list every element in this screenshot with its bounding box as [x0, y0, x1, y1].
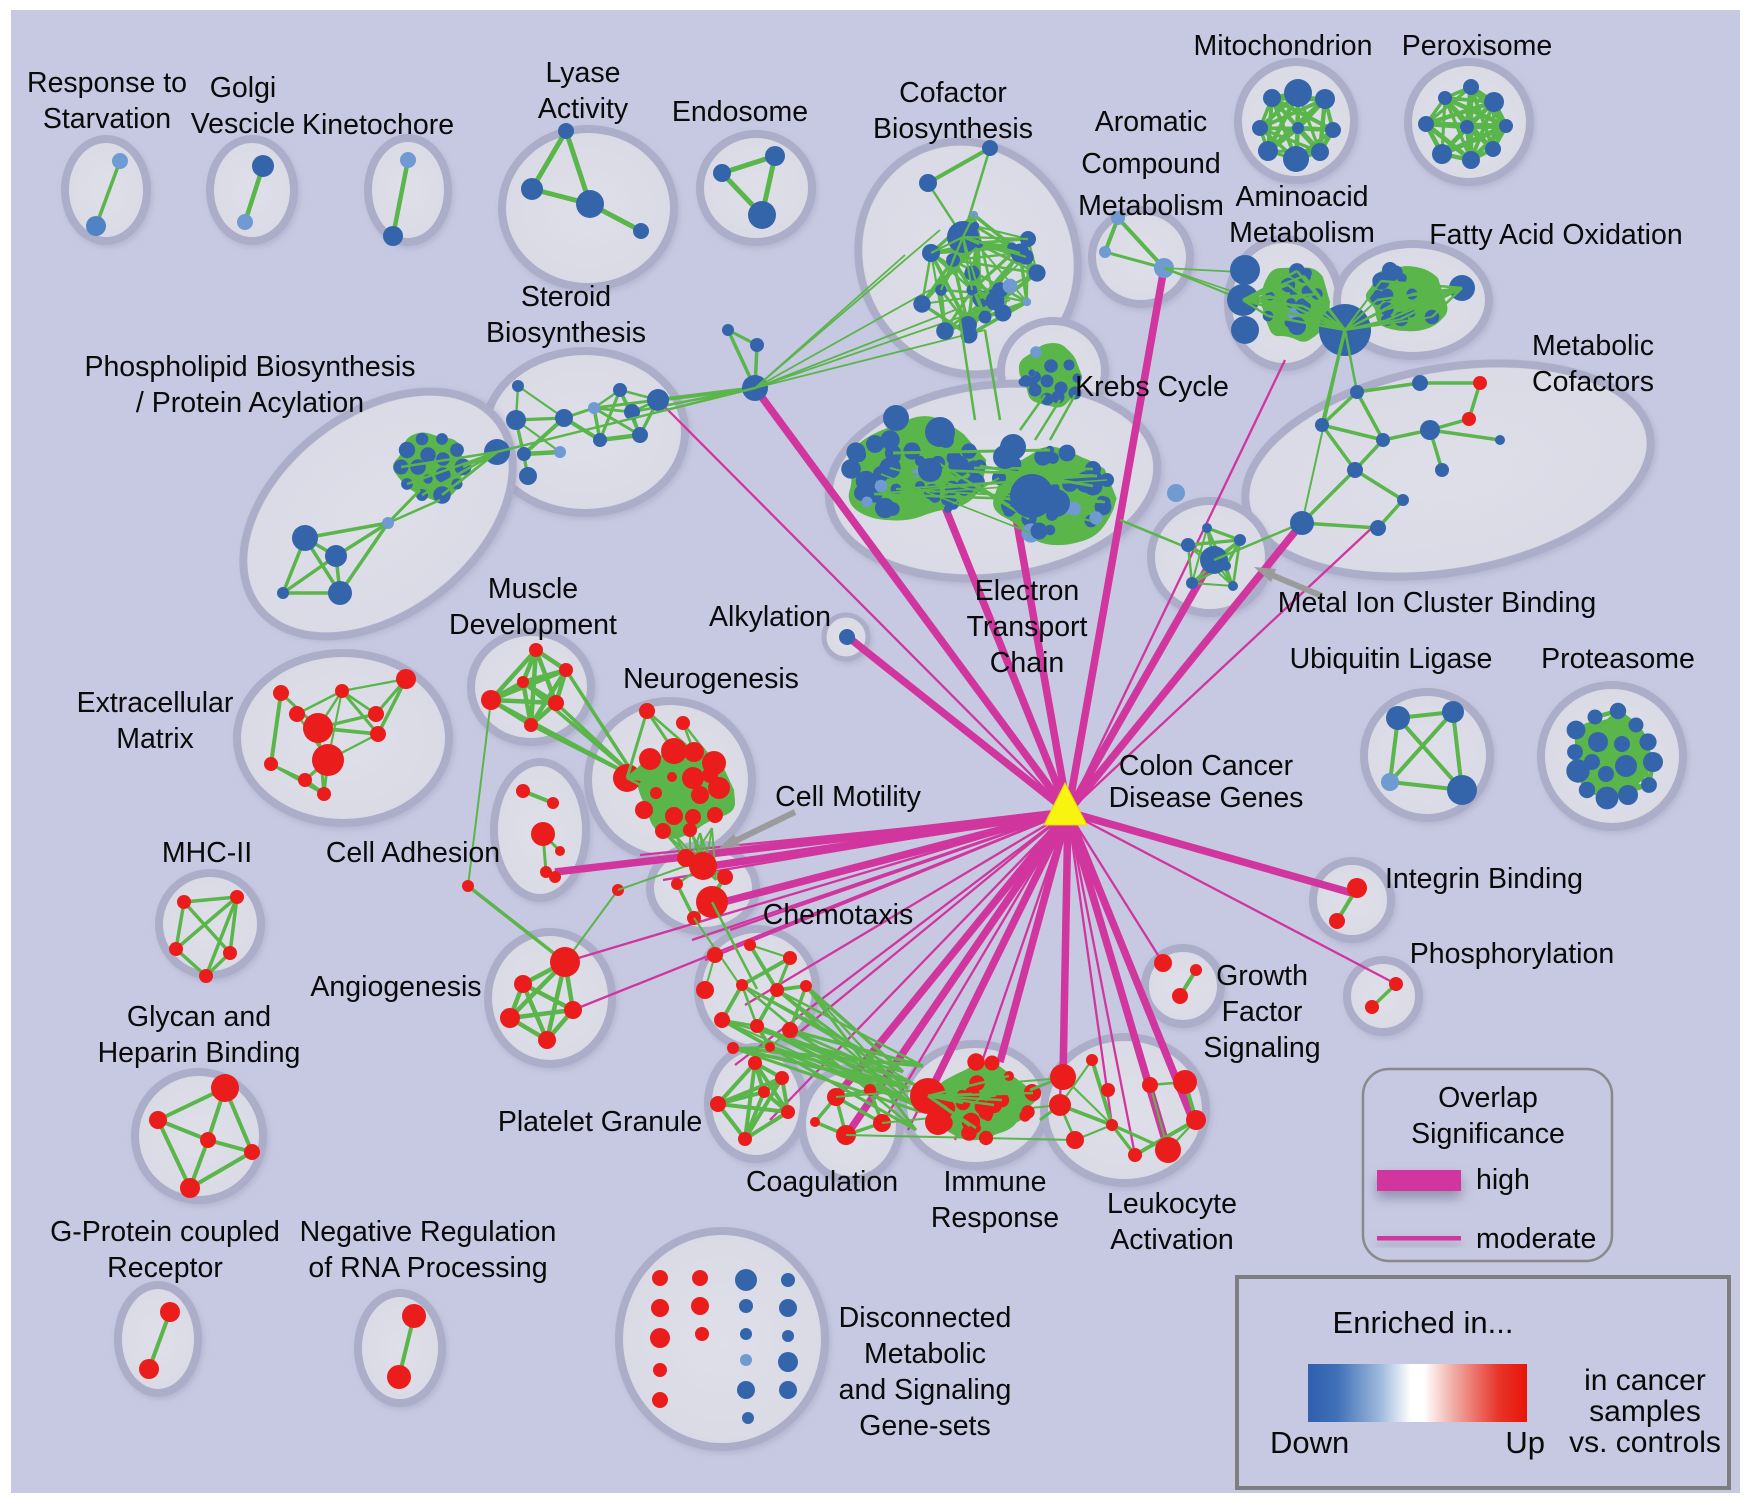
svg-text:Extracellular: Extracellular: [77, 687, 234, 719]
svg-text:Significance: Significance: [1411, 1118, 1565, 1150]
svg-text:Receptor: Receptor: [107, 1252, 223, 1284]
svg-text:Ubiquitin Ligase: Ubiquitin Ligase: [1290, 643, 1493, 675]
svg-text:Factor: Factor: [1222, 996, 1303, 1028]
svg-text:Neurogenesis: Neurogenesis: [623, 663, 799, 695]
svg-text:Activation: Activation: [1110, 1224, 1234, 1256]
svg-text:Chemotaxis: Chemotaxis: [763, 899, 913, 931]
svg-text:Metabolic: Metabolic: [1532, 330, 1654, 362]
svg-text:Cell Motility: Cell Motility: [775, 781, 921, 813]
svg-text:Disease Genes: Disease Genes: [1109, 782, 1304, 814]
svg-text:Disconnected: Disconnected: [839, 1302, 1012, 1334]
svg-text:Cofactor: Cofactor: [899, 77, 1007, 109]
svg-text:Biosynthesis: Biosynthesis: [873, 113, 1033, 145]
svg-text:Golgi: Golgi: [210, 72, 277, 104]
svg-text:high: high: [1476, 1164, 1530, 1196]
svg-text:Enriched in...: Enriched in...: [1333, 1305, 1514, 1340]
svg-text:Kinetochore: Kinetochore: [302, 109, 454, 141]
svg-text:Metal Ion Cluster Binding: Metal Ion Cluster Binding: [1278, 587, 1596, 619]
svg-text:Compound: Compound: [1081, 148, 1220, 180]
svg-text:Platelet Granule: Platelet Granule: [498, 1106, 702, 1138]
svg-text:Krebs Cycle: Krebs Cycle: [1075, 371, 1229, 403]
svg-text:Angiogenesis: Angiogenesis: [310, 971, 481, 1003]
svg-text:and Signaling: and Signaling: [839, 1374, 1012, 1406]
svg-text:Negative Regulation: Negative Regulation: [300, 1216, 557, 1248]
svg-text:Leukocyte: Leukocyte: [1107, 1188, 1237, 1220]
svg-text:Aminoacid: Aminoacid: [1235, 181, 1368, 213]
svg-text:G-Protein coupled: G-Protein coupled: [50, 1216, 280, 1248]
svg-text:samples: samples: [1589, 1395, 1701, 1428]
svg-text:Alkylation: Alkylation: [709, 601, 831, 633]
svg-text:Endosome: Endosome: [672, 96, 808, 128]
svg-text:Transport: Transport: [967, 611, 1088, 643]
svg-text:Muscle: Muscle: [488, 573, 578, 605]
svg-text:Cell Adhesion: Cell Adhesion: [326, 837, 500, 869]
svg-text:Metabolism: Metabolism: [1078, 190, 1224, 222]
svg-text:Gene-sets: Gene-sets: [859, 1410, 990, 1442]
svg-text:Activity: Activity: [538, 93, 629, 125]
svg-text:Peroxisome: Peroxisome: [1402, 30, 1552, 62]
svg-text:Metabolism: Metabolism: [1229, 217, 1375, 249]
svg-text:Chain: Chain: [990, 647, 1064, 679]
svg-text:Glycan and: Glycan and: [127, 1001, 271, 1033]
svg-text:Colon Cancer: Colon Cancer: [1119, 750, 1294, 782]
svg-text:Immune: Immune: [944, 1166, 1047, 1198]
svg-text:Proteasome: Proteasome: [1541, 643, 1695, 675]
svg-text:Vescicle: Vescicle: [191, 108, 296, 140]
svg-text:Coagulation: Coagulation: [746, 1166, 898, 1198]
svg-text:moderate: moderate: [1476, 1223, 1596, 1255]
svg-text:Biosynthesis: Biosynthesis: [486, 317, 646, 349]
svg-text:Integrin Binding: Integrin Binding: [1385, 863, 1583, 895]
svg-text:Overlap: Overlap: [1438, 1082, 1538, 1114]
svg-text:Down: Down: [1270, 1425, 1349, 1460]
svg-text:Up: Up: [1505, 1425, 1545, 1460]
svg-text:in cancer: in cancer: [1584, 1364, 1706, 1397]
svg-text:Lyase: Lyase: [546, 57, 621, 89]
svg-text:Response to: Response to: [27, 67, 187, 99]
svg-text:Heparin Binding: Heparin Binding: [98, 1037, 301, 1069]
svg-text:Mitochondrion: Mitochondrion: [1193, 30, 1372, 62]
svg-text:Response: Response: [931, 1202, 1059, 1234]
svg-text:Cofactors: Cofactors: [1532, 366, 1654, 398]
svg-text:vs. controls: vs. controls: [1569, 1426, 1721, 1459]
svg-text:Phospholipid Biosynthesis: Phospholipid Biosynthesis: [84, 351, 415, 383]
svg-text:Starvation: Starvation: [43, 103, 171, 135]
svg-text:of RNA Processing: of RNA Processing: [308, 1252, 547, 1284]
svg-text:Steroid: Steroid: [521, 281, 611, 313]
svg-text:Fatty Acid Oxidation: Fatty Acid Oxidation: [1429, 219, 1682, 251]
svg-text:/ Protein Acylation: / Protein Acylation: [136, 387, 364, 419]
svg-text:Matrix: Matrix: [116, 723, 194, 755]
svg-text:Electron: Electron: [975, 575, 1080, 607]
svg-text:Aromatic: Aromatic: [1095, 106, 1207, 138]
svg-text:MHC-II: MHC-II: [162, 837, 252, 869]
svg-text:Growth: Growth: [1216, 960, 1308, 992]
svg-text:Phosphorylation: Phosphorylation: [1410, 938, 1614, 970]
svg-text:Development: Development: [449, 609, 617, 641]
svg-text:Signaling: Signaling: [1203, 1032, 1320, 1064]
svg-text:Metabolic: Metabolic: [864, 1338, 986, 1370]
